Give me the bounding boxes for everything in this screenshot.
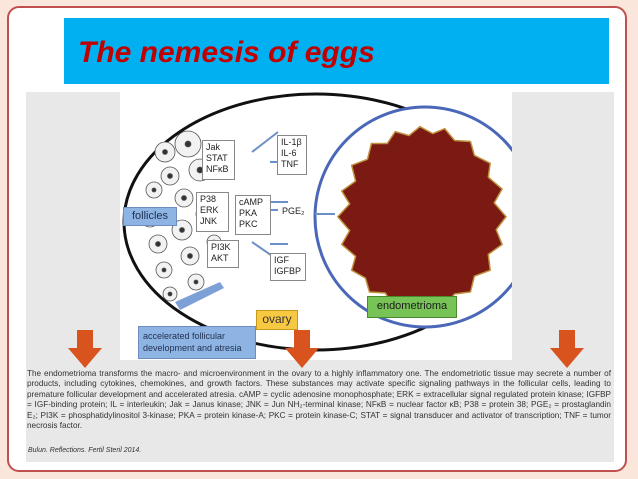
- box-item: TNF: [281, 159, 299, 169]
- diagram-drawing: [122, 92, 512, 352]
- down-arrow-icon: [550, 330, 584, 368]
- pge2-label: PGE₂: [282, 206, 305, 216]
- box-item: NFκB: [206, 164, 229, 174]
- slide-title: The nemesis of eggs: [78, 36, 375, 69]
- box-item: cAMP: [239, 197, 264, 207]
- box-item: PKC: [239, 219, 258, 229]
- box-item: P38: [200, 194, 217, 204]
- pathway-box-p38: P38 ERK JNK: [196, 192, 229, 232]
- box-item: JNK: [200, 216, 218, 226]
- box-item: AKT: [211, 253, 229, 263]
- down-arrow-icon: [285, 330, 319, 368]
- title-bar: The nemesis of eggs: [64, 18, 609, 84]
- accelerated-development-label: accelerated follicular development and a…: [138, 326, 256, 359]
- pathway-box-pi3k: PI3K AKT: [207, 240, 239, 268]
- box-item: IL-6: [281, 148, 297, 158]
- box-item: STAT: [206, 153, 228, 163]
- pathway-box-camp: cAMP PKA PKC: [235, 195, 271, 235]
- pathway-box-igf: IGF IGFBP: [270, 253, 306, 281]
- follicles-label: follicles: [123, 207, 177, 226]
- box-item: IGFBP: [274, 266, 302, 276]
- figure-citation: Bulun. Reflections. Fertil Steril 2014.: [28, 447, 142, 454]
- box-item: PKA: [239, 208, 258, 218]
- accelerated-arrow: [175, 282, 224, 310]
- endometrioma-label: endometrioma: [367, 296, 457, 318]
- box-item: IGF: [274, 255, 289, 265]
- pathway-box-il: IL-1β IL-6 TNF: [277, 135, 307, 175]
- box-item: Jak: [206, 142, 221, 152]
- box-item: ERK: [200, 205, 219, 215]
- pathway-box-jak: Jak STAT NFκB: [202, 140, 235, 180]
- figure-caption: The endometrioma transforms the macro- a…: [27, 369, 611, 431]
- diagram-figure: [120, 92, 512, 360]
- ovary-label: ovary: [256, 310, 298, 330]
- box-item: IL-1β: [281, 137, 302, 147]
- box-item: PI3K: [211, 242, 231, 252]
- down-arrow-icon: [68, 330, 102, 368]
- follicle-cluster: [140, 130, 222, 302]
